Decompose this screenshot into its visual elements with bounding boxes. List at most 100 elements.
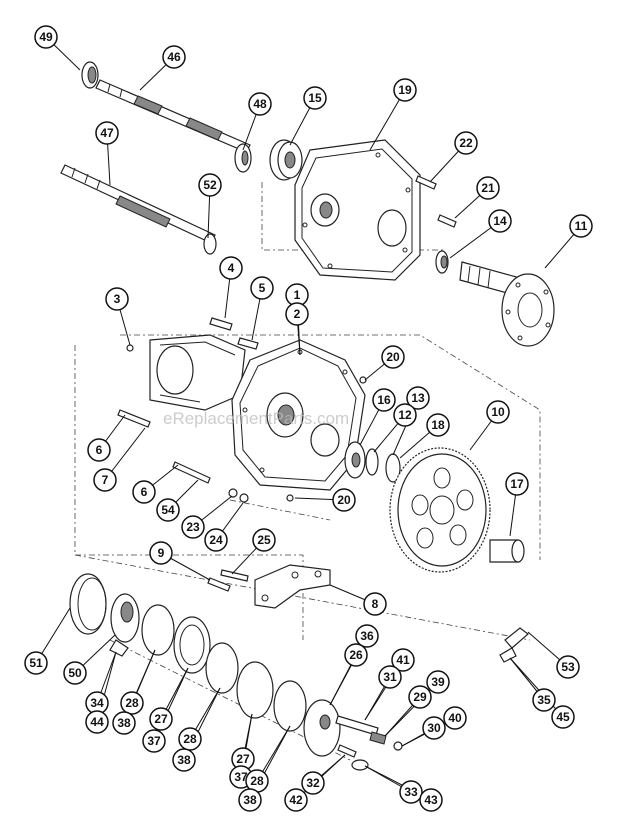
callout-35: 35	[532, 688, 556, 712]
callout-label: 54	[161, 503, 175, 517]
callout-label: 38	[243, 793, 257, 807]
callout-17: 17	[505, 472, 529, 496]
callout-label: 40	[448, 711, 462, 725]
callout-label: 28	[183, 732, 197, 746]
pin-3	[126, 344, 134, 352]
callout-label: 27	[154, 712, 168, 726]
callout-bubble	[172, 748, 196, 772]
callout-bubble	[284, 788, 308, 812]
callout-bubble	[112, 711, 136, 735]
disc-27b	[236, 661, 274, 719]
callout-label: 19	[398, 83, 412, 97]
callout-label: 28	[250, 774, 264, 788]
callout-bubble	[250, 276, 274, 300]
callout-label: 34	[90, 696, 104, 710]
callout-bubble	[454, 131, 478, 155]
callout-24: 24	[204, 528, 228, 552]
callout-16: 16	[372, 388, 396, 412]
seal-14	[435, 250, 449, 274]
callout-label: 23	[186, 520, 200, 534]
callout-label: 18	[431, 418, 445, 432]
callout-bubble	[93, 468, 117, 492]
callout-bubble	[393, 78, 417, 102]
callout-label: 10	[491, 405, 505, 419]
callout-bubble	[426, 413, 450, 437]
callout-39: 39	[426, 670, 450, 694]
callout-bubble	[443, 706, 467, 730]
callout-36: 36	[355, 624, 379, 648]
callout-30: 30	[422, 716, 446, 740]
washer-24	[239, 493, 249, 503]
callout-label: 8	[372, 597, 379, 611]
callout-label: 35	[537, 693, 551, 707]
callout-26: 26	[344, 643, 368, 667]
callout-13: 13	[406, 386, 430, 410]
callout-20: 20	[332, 488, 356, 512]
callout-28: 28	[178, 727, 202, 751]
actuator-26	[303, 699, 341, 757]
callout-bubble	[422, 716, 446, 740]
callout-5: 5	[250, 276, 274, 300]
pin-32	[337, 744, 357, 758]
callout-bubble	[426, 670, 450, 694]
callout-bubble	[556, 655, 580, 679]
callout-27: 27	[149, 707, 173, 731]
callout-bubble	[149, 541, 173, 565]
callout-bubble	[248, 92, 272, 116]
callout-label: 26	[349, 648, 363, 662]
callout-bubble	[156, 498, 180, 522]
callout-label: 38	[117, 716, 131, 730]
callout-label: 38	[177, 753, 191, 767]
callout-15: 15	[303, 86, 327, 110]
bolt-6b	[172, 461, 211, 484]
callout-20: 20	[381, 345, 405, 369]
callout-33: 33	[399, 780, 423, 804]
callout-bubble	[569, 214, 593, 238]
callout-label: 6	[96, 443, 103, 457]
callout-label: 21	[481, 181, 495, 195]
callout-45: 45	[551, 705, 575, 729]
callout-label: 3	[114, 292, 121, 306]
callout-bubble	[238, 788, 262, 812]
callout-38: 38	[172, 748, 196, 772]
callout-2: 2	[285, 302, 309, 326]
pin-20b	[286, 494, 294, 502]
ring-12	[365, 448, 379, 476]
callout-label: 5	[259, 281, 266, 295]
washer-23	[228, 488, 238, 498]
callout-29: 29	[408, 685, 432, 709]
callout-12: 12	[393, 403, 417, 427]
callout-11: 11	[569, 214, 593, 238]
callout-label: 53	[561, 660, 575, 674]
callout-53: 53	[556, 655, 580, 679]
leader-line	[509, 657, 564, 718]
callout-bubble	[105, 287, 129, 311]
callout-label: 4	[228, 261, 235, 275]
callout-label: 13	[411, 391, 425, 405]
callout-label: 41	[396, 653, 410, 667]
callout-37: 37	[142, 729, 166, 753]
disc-28c	[273, 680, 307, 732]
callout-19: 19	[393, 78, 417, 102]
callout-bubble	[198, 173, 222, 197]
callout-bubble	[132, 480, 156, 504]
callout-label: 16	[377, 393, 391, 407]
callout-31: 31	[378, 665, 402, 689]
callout-label: 15	[308, 91, 322, 105]
callout-label: 37	[147, 734, 161, 748]
callout-40: 40	[443, 706, 467, 730]
callout-label: 14	[493, 214, 507, 228]
bolt-21	[437, 214, 457, 228]
bolt-6a	[117, 409, 151, 428]
gear-16	[344, 441, 366, 479]
gear-10	[389, 447, 491, 573]
callout-48: 48	[248, 92, 272, 116]
disc-28b	[205, 642, 239, 694]
callout-bubble	[181, 515, 205, 539]
callout-bubble	[486, 400, 510, 424]
bolt-25	[220, 569, 249, 582]
callout-label: 37	[234, 770, 248, 784]
callout-label: 22	[459, 136, 473, 150]
callout-label: 2	[294, 307, 301, 321]
callout-bubble	[285, 302, 309, 326]
